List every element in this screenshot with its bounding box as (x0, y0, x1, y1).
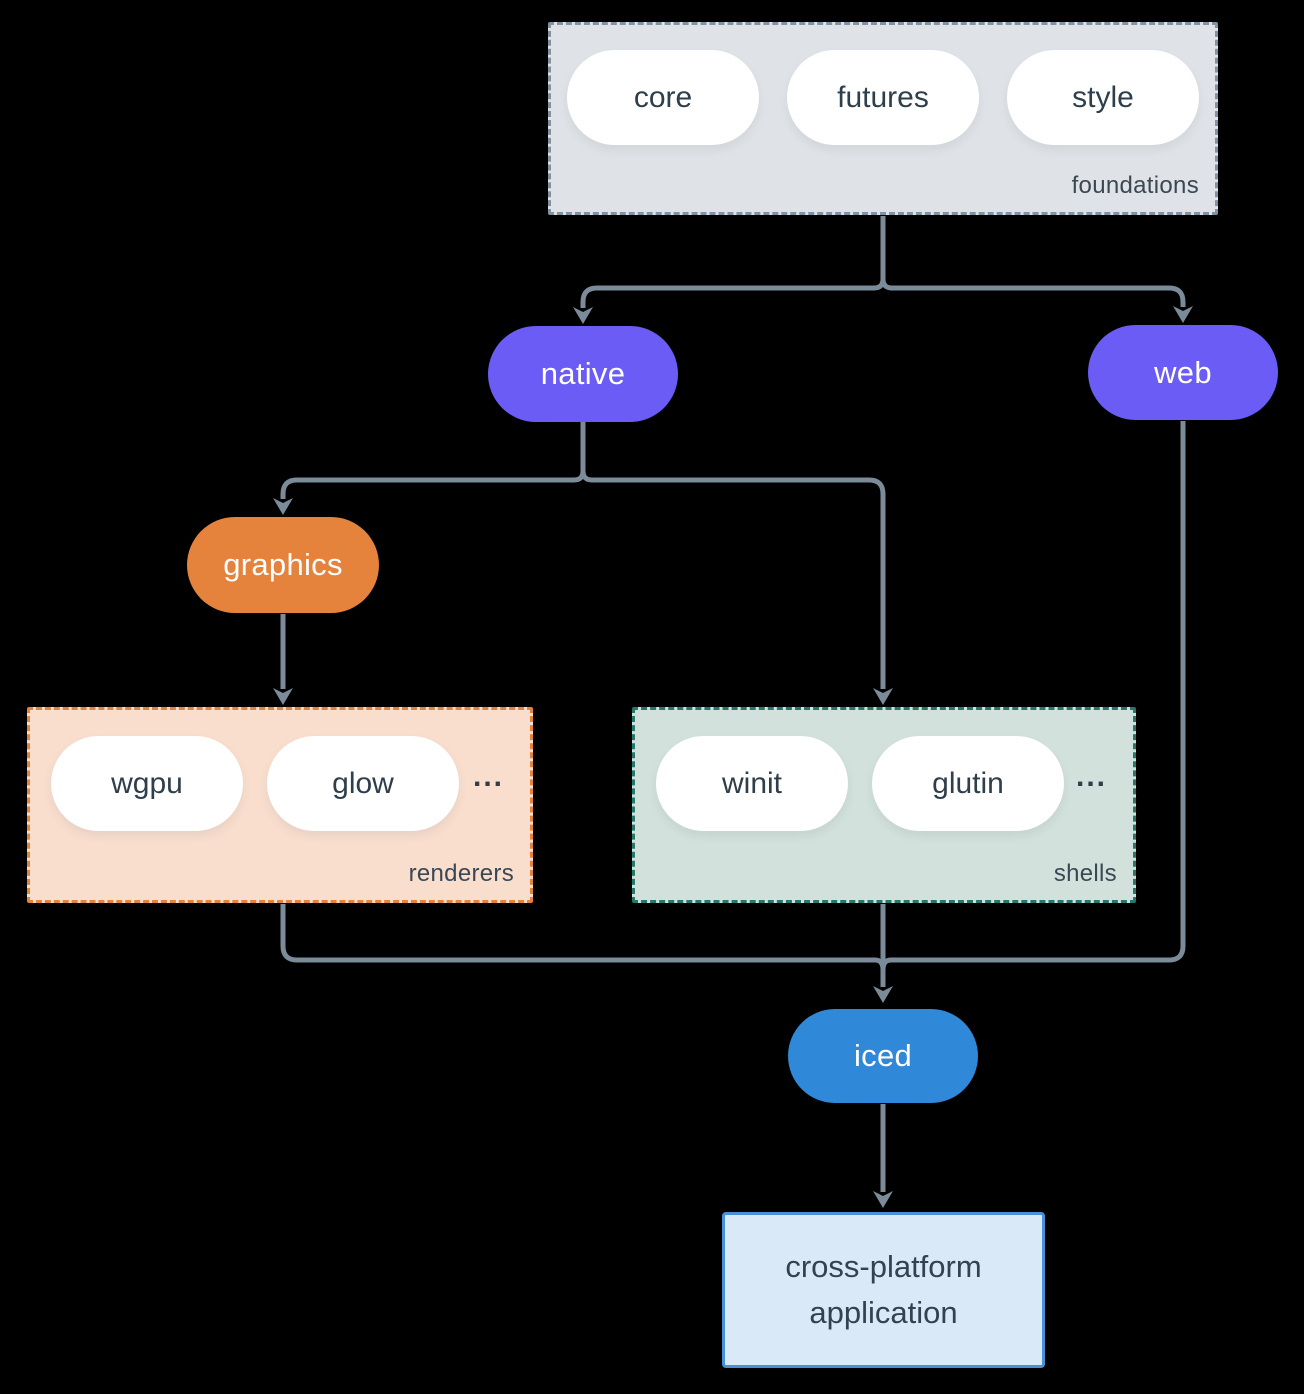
group-foundations: core futures style foundations (548, 22, 1218, 215)
group-label-renderers: renderers (408, 860, 514, 887)
node-style: style (1007, 50, 1199, 145)
node-graphics: graphics (187, 517, 379, 613)
node-futures: futures (787, 50, 979, 145)
node-glutin: glutin (872, 736, 1064, 831)
renderers-pill-row: wgpu glow (30, 710, 530, 831)
node-core: core (567, 50, 759, 145)
node-glow: glow (267, 736, 459, 831)
arrowhead-down (273, 688, 293, 705)
arrowhead-down (1173, 306, 1193, 323)
edge-foundations-native (573, 216, 886, 324)
node-wgpu: wgpu (51, 736, 243, 831)
arrowhead-down (873, 986, 893, 1003)
edge-graphics-renderers (273, 614, 293, 705)
edge-shells-iced (873, 904, 893, 1003)
renderers-ellipsis: ... (472, 760, 504, 793)
shells-pill-row: winit glutin (635, 710, 1133, 831)
edge-foundations-web (880, 216, 1193, 323)
edge-native-shells (580, 422, 893, 705)
arrowhead-down (873, 1191, 893, 1208)
node-web: web (1088, 325, 1278, 420)
group-shells: winit glutin ... shells (632, 707, 1136, 903)
application-label-line2: application (809, 1295, 958, 1330)
group-label-foundations: foundations (1071, 172, 1199, 199)
arrowhead-down (273, 498, 293, 515)
edge-native-graphics (273, 422, 586, 515)
edge-renderers-iced (280, 904, 886, 978)
node-native: native (488, 326, 678, 422)
edge-iced-application (873, 1104, 893, 1208)
shells-ellipsis: ... (1075, 760, 1107, 793)
node-cross-platform-application: cross-platform application (722, 1212, 1045, 1368)
foundations-pill-row: core futures style (551, 25, 1215, 145)
node-winit: winit (656, 736, 848, 831)
group-label-shells: shells (1053, 860, 1117, 887)
arrowhead-down (573, 307, 593, 324)
group-renderers: wgpu glow ... renderers (27, 707, 533, 903)
node-iced: iced (788, 1009, 978, 1103)
arrowhead-down (873, 688, 893, 705)
application-label-line1: cross-platform (785, 1248, 982, 1284)
